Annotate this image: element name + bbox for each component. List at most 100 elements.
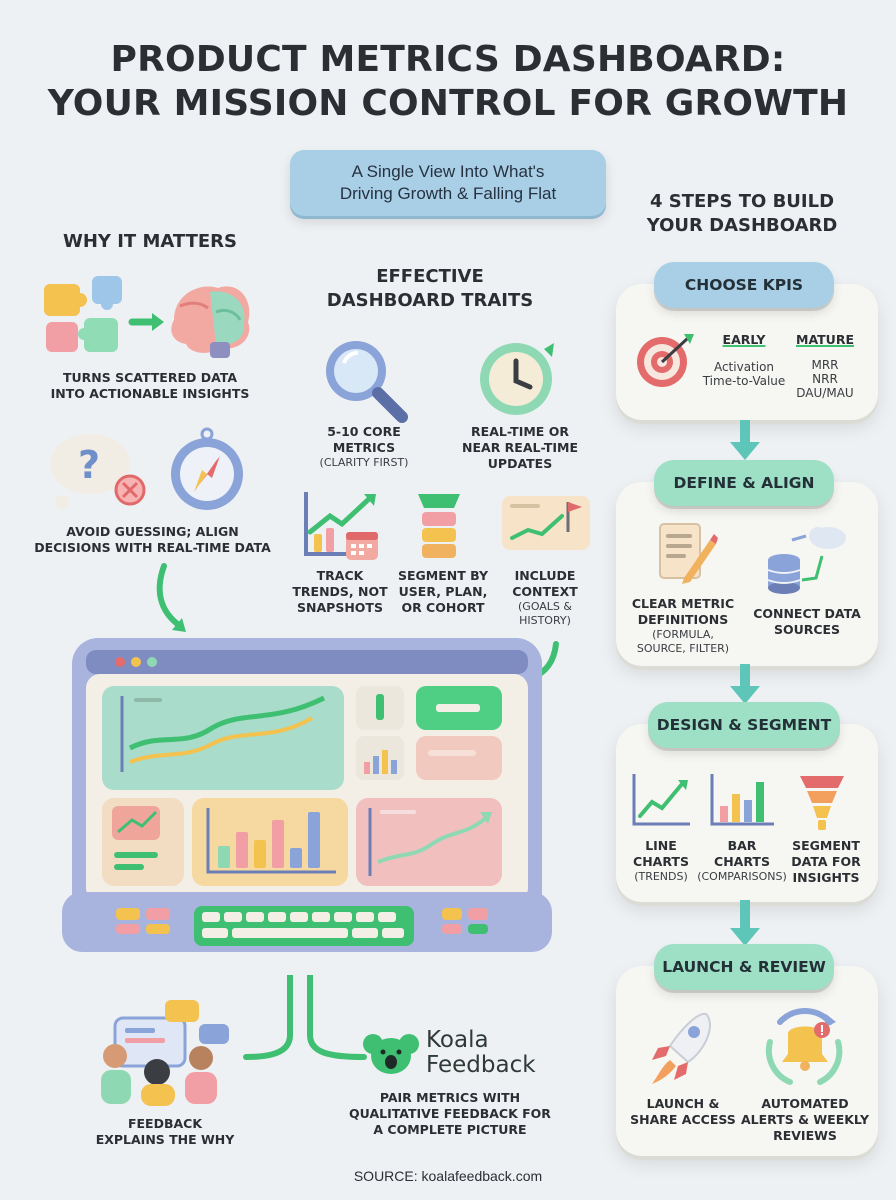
trait-context-line-2: CONTEXT <box>512 584 578 599</box>
dashboard-monitor-illustration <box>62 638 552 952</box>
page-title: PRODUCT METRICS DASHBOARD: YOUR MISSION … <box>0 38 896 126</box>
why-item-2-line-1: AVOID GUESSING; ALIGN <box>66 524 239 539</box>
koala-logo-icon <box>363 1034 419 1074</box>
rocket-icon <box>652 1012 711 1084</box>
kpis-early: EARLY Activation Time-to-Value <box>694 332 794 388</box>
brand-tagline: PAIR METRICS WITH QUALITATIVE FEEDBACK F… <box>330 1090 570 1138</box>
design-seg-line-3: INSIGHTS <box>792 870 860 885</box>
launch-b-line-2: ALERTS & WEEKLY <box>741 1112 869 1127</box>
define-a-line-1: CLEAR METRIC <box>631 596 735 611</box>
bar-chart-icon <box>710 774 774 826</box>
kpis-mature-1: MRR <box>811 358 839 372</box>
down-arrow-icon <box>730 664 760 704</box>
define-b-line-2: SOURCES <box>773 622 841 637</box>
why-item-2-line-2: DECISIONS WITH REAL-TIME DATA <box>34 540 271 555</box>
design-bar-charts: BAR CHARTS (COMPARISONS) <box>692 838 792 884</box>
traits-heading-line-1: EFFECTIVE <box>376 266 484 287</box>
kpis-mature-2: NRR <box>812 372 838 386</box>
brand-name-line-2: Feedback <box>426 1052 536 1078</box>
question-compass-icon: ? <box>50 427 243 510</box>
database-cloud-icon <box>767 527 846 594</box>
why-heading: WHY IT MATTERS <box>63 231 237 252</box>
alert-bell-cycle-icon <box>765 1008 843 1085</box>
launch-b-line-3: REVIEWS <box>773 1128 837 1143</box>
trait-context-sub-2: HISTORY) <box>519 614 571 627</box>
why-item-1-line-1: TURNS SCATTERED DATA <box>62 370 238 385</box>
feedback-line-2: EXPLAINS THE WHY <box>95 1132 235 1147</box>
title-line-2: YOUR MISSION CONTROL FOR GROWTH <box>47 83 849 124</box>
trait-core-sub: (CLARITY FIRST) <box>319 456 409 469</box>
subtitle-line-2: Driving Growth & Falling Flat <box>339 184 557 203</box>
design-bar-line-1: BAR <box>727 838 757 853</box>
launch-a-line-1: LAUNCH & <box>646 1096 720 1111</box>
design-line-charts: LINE CHARTS (TRENDS) <box>618 838 704 884</box>
step-choose-kpis-label: CHOOSE KPIS <box>654 262 834 308</box>
stacked-segments-icon <box>418 494 460 558</box>
trait-core-metrics: 5-10 CORE METRICS (CLARITY FIRST) <box>300 424 428 470</box>
design-line-line-2: CHARTS <box>633 854 689 869</box>
launch-share-access: LAUNCH & SHARE ACCESS <box>624 1096 742 1128</box>
design-segment-data: SEGMENT DATA FOR INSIGHTS <box>786 838 866 886</box>
team-feedback-icon <box>101 1000 229 1106</box>
source-credit: SOURCE: koalafeedback.com <box>353 1168 543 1184</box>
kpis-early-1: Activation <box>713 360 775 374</box>
traits-heading-line-2: DASHBOARD TRAITS <box>326 290 534 311</box>
traits-heading: EFFECTIVE DASHBOARD TRAITS <box>320 265 540 313</box>
steps-heading-line-1: 4 STEPS TO BUILD <box>649 191 835 212</box>
trait-realtime-line-2: NEAR REAL-TIME <box>462 440 578 455</box>
brand-tag-line-2: QUALITATIVE FEEDBACK FOR <box>349 1106 551 1121</box>
kpis-early-2: Time-to-Value <box>702 374 786 388</box>
title-line-1: PRODUCT METRICS DASHBOARD: <box>110 39 786 80</box>
target-icon <box>637 334 694 387</box>
document-pencil-icon <box>659 523 718 584</box>
define-metric-definitions: CLEAR METRIC DEFINITIONS (FORMULA, SOURC… <box>624 596 742 656</box>
define-a-sub-2: SOURCE, FILTER) <box>636 642 730 655</box>
puzzle-to-brain-icon <box>44 276 250 358</box>
design-seg-line-1: SEGMENT <box>792 838 860 853</box>
design-bar-line-2: CHARTS <box>714 854 770 869</box>
trend-calendar-icon <box>304 492 378 560</box>
trait-trends-line-1: TRACK <box>316 568 364 583</box>
steps-heading: 4 STEPS TO BUILD YOUR DASHBOARD <box>622 190 862 238</box>
why-item-1-line-2: INTO ACTIONABLE INSIGHTS <box>50 386 250 401</box>
design-bar-sub: (COMPARISONS) <box>697 870 787 883</box>
trait-segment-line-1: SEGMENT BY <box>397 568 488 583</box>
clock-refresh-icon <box>480 343 554 415</box>
design-seg-line-2: DATA FOR <box>791 854 861 869</box>
trait-realtime: REAL-TIME OR NEAR REAL-TIME UPDATES <box>445 424 595 472</box>
kpis-mature-3: DAU/MAU <box>796 386 854 400</box>
design-line-sub: (TRENDS) <box>634 870 688 883</box>
line-chart-icon <box>632 774 690 826</box>
goal-chart-icon <box>502 496 590 550</box>
why-item-2: AVOID GUESSING; ALIGN DECISIONS WITH REA… <box>20 524 285 556</box>
trait-segment: SEGMENT BY USER, PLAN, OR COHORT <box>393 568 493 616</box>
step-launch-card <box>616 966 878 1156</box>
trait-realtime-line-1: REAL-TIME OR <box>471 424 569 439</box>
svg-text:?: ? <box>78 443 100 487</box>
why-item-1: TURNS SCATTERED DATA INTO ACTIONABLE INS… <box>25 370 275 402</box>
subtitle-banner: A Single View Into What's Driving Growth… <box>290 150 606 216</box>
kpis-mature: MATURE MRR NRR DAU/MAU <box>790 332 860 400</box>
down-arrow-icon <box>730 900 760 946</box>
brand-tag-line-1: PAIR METRICS WITH <box>379 1090 521 1105</box>
trait-segment-line-3: OR COHORT <box>401 600 485 615</box>
trait-trends-line-2: TRENDS, NOT <box>292 584 388 599</box>
launch-b-line-1: AUTOMATED <box>761 1096 849 1111</box>
trait-trends-line-3: SNAPSHOTS <box>297 600 383 615</box>
curved-arrow-icon <box>156 563 186 632</box>
launch-automated-alerts: AUTOMATED ALERTS & WEEKLY REVIEWS <box>740 1096 870 1144</box>
trait-context-sub-1: (GOALS & <box>518 600 572 613</box>
magnifier-icon <box>326 341 408 423</box>
funnel-icon <box>800 776 844 830</box>
trait-trends: TRACK TRENDS, NOT SNAPSHOTS <box>285 568 395 616</box>
trait-core-line-1: 5-10 CORE <box>327 424 401 439</box>
define-a-sub-1: (FORMULA, <box>652 628 714 641</box>
launch-a-line-2: SHARE ACCESS <box>630 1112 736 1127</box>
design-line-line-1: LINE <box>645 838 677 853</box>
trait-segment-line-2: USER, PLAN, <box>398 584 488 599</box>
feedback-line-1: FEEDBACK <box>127 1116 203 1131</box>
feedback-caption: FEEDBACK EXPLAINS THE WHY <box>75 1116 255 1148</box>
define-connect-sources: CONNECT DATA SOURCES <box>746 606 868 638</box>
step-design-label: DESIGN & SEGMENT <box>648 702 840 748</box>
brand-tag-line-3: A COMPLETE PICTURE <box>373 1122 527 1137</box>
